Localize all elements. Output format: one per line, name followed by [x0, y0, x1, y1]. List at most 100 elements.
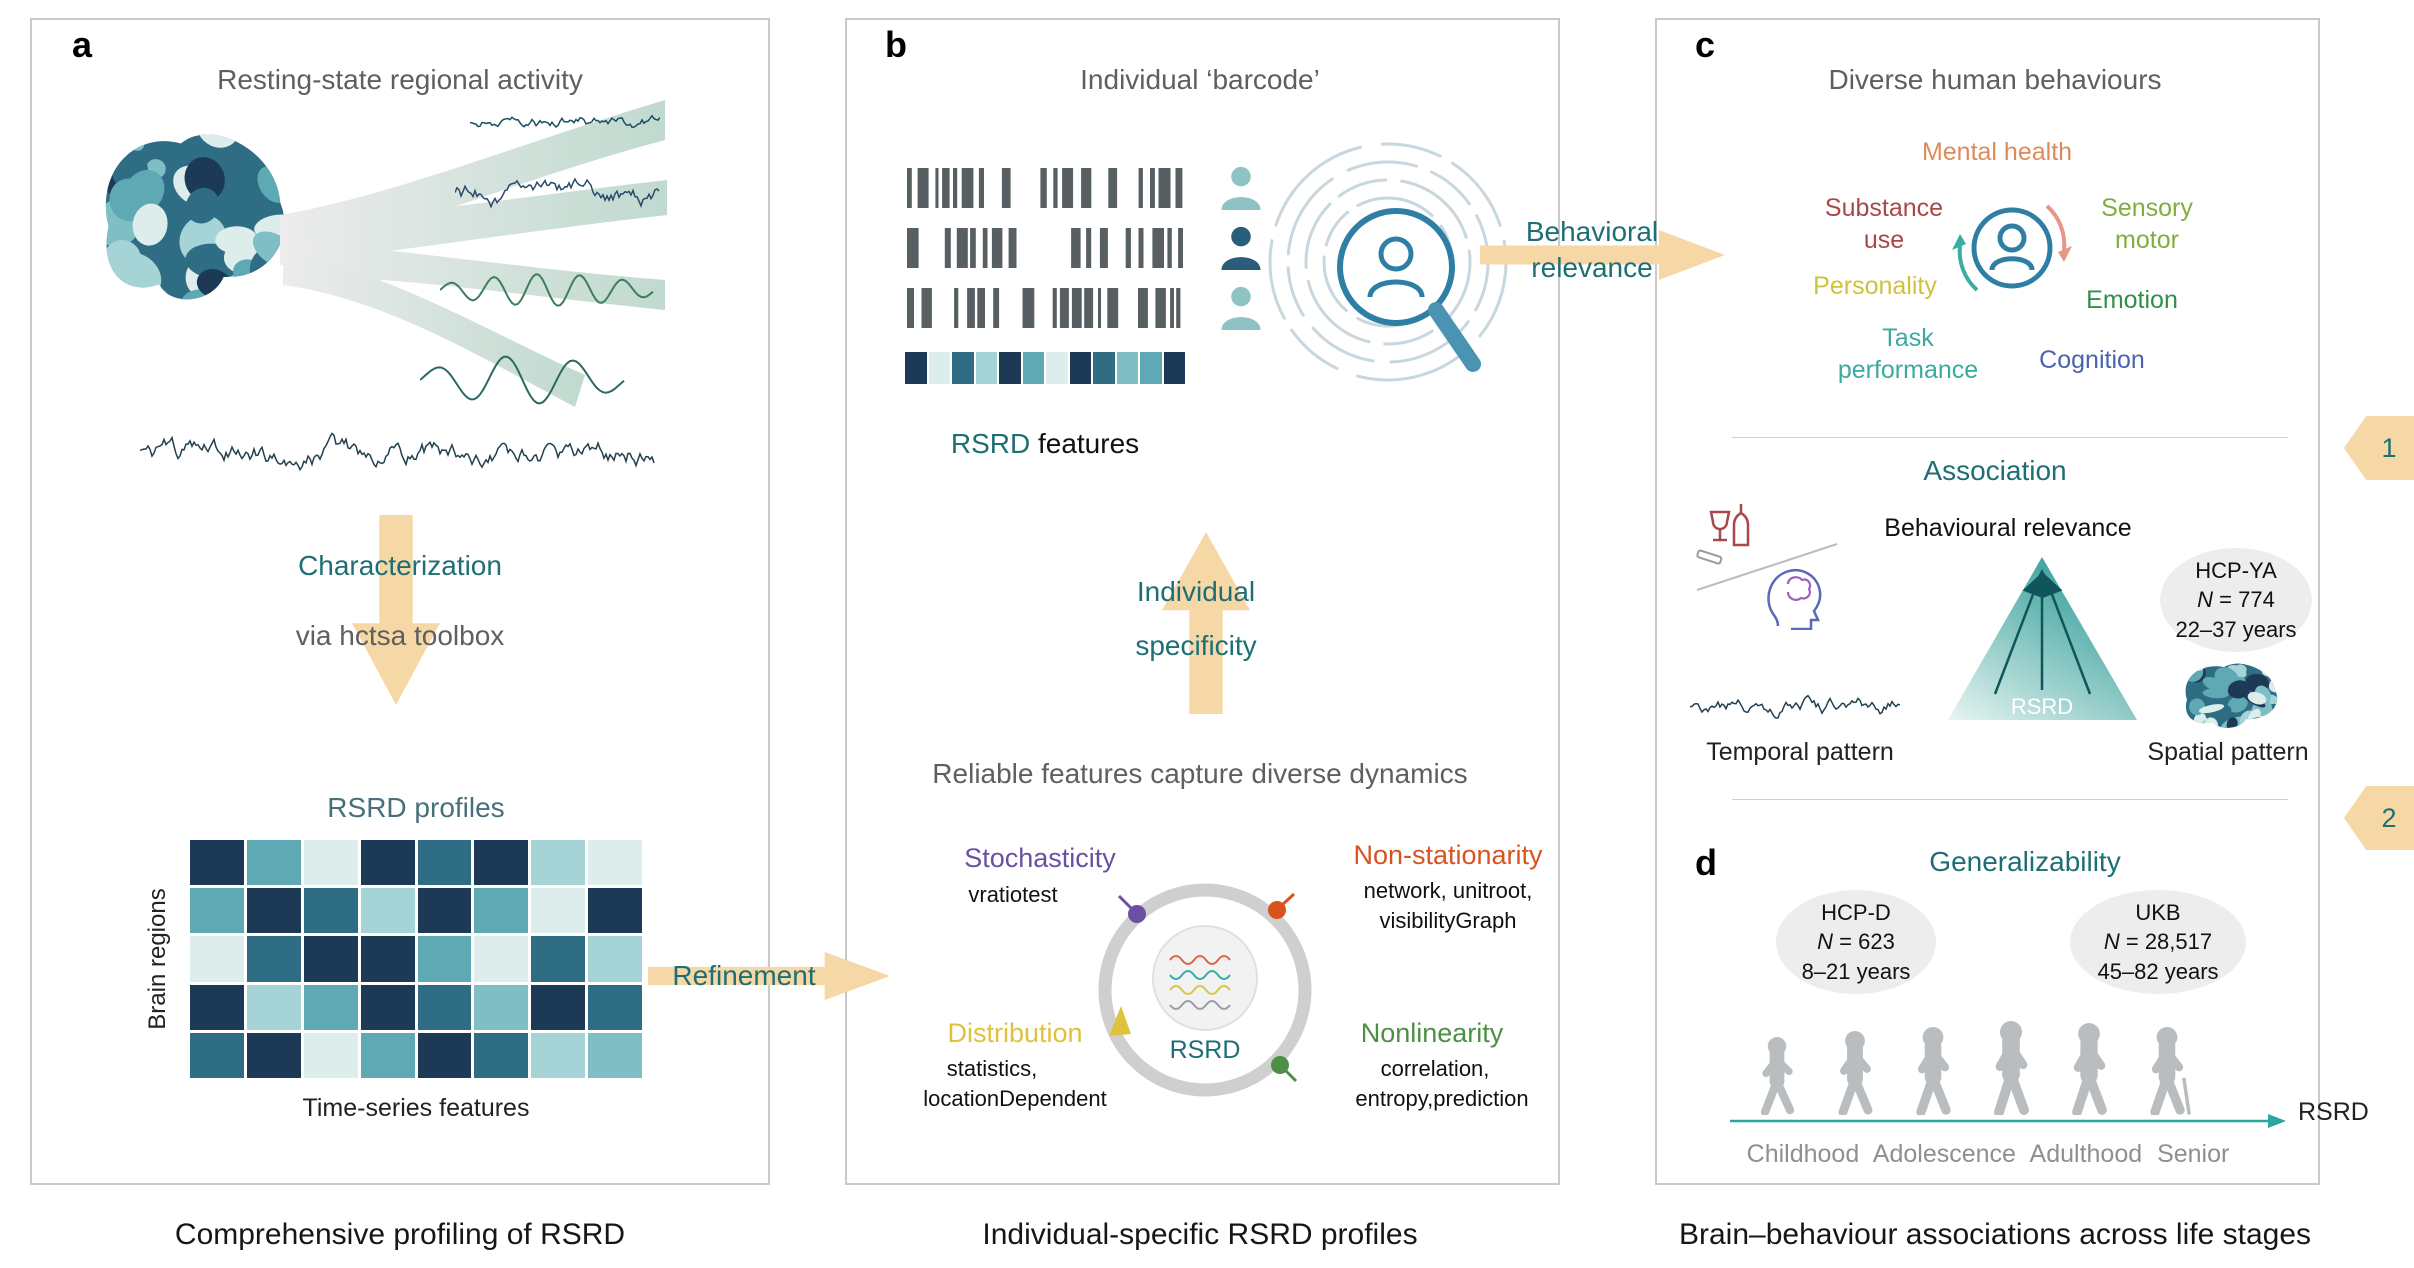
- walker-childhood-2: [1823, 1029, 1887, 1120]
- cohort-hcpd-n-symbol: N: [1817, 929, 1834, 955]
- lifespan-axis-arrow: [1730, 1110, 2290, 1137]
- behaviour-mental-health: Mental health: [1921, 138, 2073, 166]
- cohort-hcpd-badge: HCP-D N = 623 8–21 years: [1776, 890, 1936, 994]
- temporal-pattern-label: Temporal pattern: [1706, 738, 1894, 766]
- person-icon-3: [1218, 284, 1264, 335]
- nonlinearity-sub1: correlation,: [1380, 1056, 1490, 1081]
- temporal-pattern-trace: [1689, 685, 1901, 735]
- distribution-sub1: statistics,: [946, 1056, 1038, 1081]
- panel-a-title: Resting-state regional activity: [217, 64, 583, 95]
- person-icon-2: [1218, 224, 1264, 275]
- distribution-label: Distribution: [947, 1018, 1083, 1048]
- cohort-ukb-n: N = 28,517: [2104, 927, 2212, 956]
- barcode-row-2: [905, 228, 1185, 268]
- panel-a: [30, 18, 770, 1185]
- stochasticity-sub: vratiotest: [968, 882, 1058, 907]
- behavioural-relevance-label: Behavioural relevance: [1884, 514, 2132, 542]
- caption-column-c: Brain–behaviour associations across life…: [1678, 1218, 2312, 1251]
- spatial-pattern-brain: [2180, 660, 2280, 737]
- rsrd-features-highlight: RSRD: [950, 428, 1031, 459]
- panel-b: [845, 18, 1560, 1185]
- timeseries-trace-3: [439, 255, 655, 330]
- behavioral-relevance-line1: Behavioral: [1525, 216, 1659, 247]
- wheel-center-label: RSRD: [1170, 1036, 1241, 1064]
- fingerprint-magnifier-icon: [1268, 112, 1523, 447]
- panel-c-label: c: [1695, 24, 1716, 65]
- rsrd-features-rest: features: [1030, 428, 1140, 459]
- cohort-ukb-n-value: = 28,517: [2119, 929, 2213, 955]
- divider-2: [1732, 799, 2288, 800]
- cohort-hcpya-age: 22–37 years: [2175, 616, 2297, 642]
- cohort-hcpd-n-value: = 623: [1833, 929, 1895, 955]
- timeseries-trace-2: [454, 160, 660, 235]
- walker-senior: [2135, 1025, 2199, 1120]
- nonlinearity-sub2: entropy,prediction: [1355, 1086, 1529, 1111]
- cohort-hcpd-age: 8–21 years: [1801, 958, 1911, 984]
- panel-b-label: b: [885, 24, 907, 65]
- refinement-label: Refinement: [672, 960, 816, 991]
- panel-c: [1655, 18, 2320, 1185]
- heatmap-x-label: Time-series features: [302, 1094, 530, 1122]
- reliable-features-title: Reliable features capture diverse dynami…: [932, 758, 1468, 789]
- panel-c-title: Diverse human behaviours: [1828, 64, 2162, 95]
- cohort-hcpya-n: N = 774: [2197, 585, 2275, 614]
- cohort-hcpya-n-symbol: N: [2197, 587, 2214, 613]
- generalizability-title: Generalizability: [1929, 846, 2121, 877]
- rsrd-heatmap: [190, 840, 642, 1078]
- walker-adolescence: [1901, 1025, 1965, 1120]
- dynamics-wheel: RSRD: [1075, 858, 1335, 1127]
- step-marker-1-number: 1: [2381, 432, 2397, 463]
- behaviour-cognition: Cognition: [2039, 346, 2145, 374]
- panel-d-label: d: [1695, 842, 1717, 883]
- timeseries-trace-long: [139, 418, 655, 495]
- characterization-label: Characterization: [298, 550, 502, 581]
- panel-a-label: a: [72, 24, 93, 65]
- cohort-ukb-age: 45–82 years: [2097, 958, 2219, 984]
- cohort-hcpd-name: HCP-D: [1821, 899, 1891, 925]
- individual-specificity-line2: specificity: [1135, 630, 1257, 661]
- cohort-ukb-name: UKB: [2135, 899, 2181, 925]
- cohort-hcpya-n-value: = 774: [2213, 587, 2275, 613]
- heatmap-y-label: Brain regions: [144, 888, 171, 1030]
- person-icon-1: [1218, 164, 1264, 215]
- triangle-rsrd-label: RSRD: [2011, 694, 2073, 719]
- stochasticity-label: Stochasticity: [964, 843, 1116, 873]
- panel-b-title: Individual ‘barcode’: [1080, 64, 1320, 95]
- walker-adulthood-1: [1979, 1019, 2043, 1120]
- signal-fan: [275, 85, 670, 440]
- nonlinearity-label: Nonlinearity: [1360, 1018, 1504, 1048]
- cohort-ukb-badge: UKB N = 28,517 45–82 years: [2070, 890, 2246, 994]
- life-stages-labels: Childhood Adolescence Adulthood Senior: [1746, 1140, 2230, 1168]
- non-stationarity-sub2: visibilityGraph: [1379, 908, 1517, 933]
- head-brain-icon: [1760, 558, 1830, 635]
- behaviour-task-line2: performance: [1837, 356, 1979, 384]
- cohort-hcpya-badge: HCP-YA N = 774 22–37 years: [2160, 548, 2312, 652]
- walker-childhood-1: [1745, 1035, 1809, 1120]
- behaviour-substance-line2: use: [1863, 226, 1905, 254]
- brain-illustration: [95, 125, 290, 315]
- heatmap-title: RSRD profiles: [327, 792, 505, 823]
- step-marker-2: 2: [2344, 786, 2414, 850]
- behaviour-emotion: Emotion: [2086, 286, 2178, 314]
- caption-column-a: Comprehensive profiling of RSRD: [174, 1218, 626, 1251]
- behaviour-sensory-line1: Sensory: [2101, 194, 2193, 222]
- feature-strip: [905, 352, 1185, 384]
- rsrd-features-label: RSRD features: [951, 428, 1139, 460]
- non-stationarity-label: Non-stationarity: [1353, 840, 1543, 870]
- behaviour-personality: Personality: [1813, 272, 1937, 300]
- spatial-pattern-label: Spatial pattern: [2147, 738, 2309, 766]
- non-stationarity-sub1: network, unitroot,: [1363, 878, 1533, 903]
- substance-risk-icon: [1695, 498, 1845, 603]
- timeseries-trace-4: [419, 340, 625, 425]
- behaviour-substance-line1: Substance: [1824, 194, 1944, 222]
- person-circle-icon: [1952, 188, 2072, 313]
- step-marker-2-number: 2: [2381, 802, 2397, 833]
- lifespan-axis-label: RSRD: [2298, 1098, 2369, 1126]
- cohort-ukb-n-symbol: N: [2103, 929, 2120, 955]
- walker-adulthood-2: [2057, 1021, 2121, 1120]
- behavioral-relevance-line2: relevance: [1531, 252, 1653, 283]
- distribution-sub2: locationDependent: [923, 1086, 1107, 1111]
- barcode-row-3: [905, 288, 1185, 328]
- association-triangle: RSRD: [1945, 552, 2140, 729]
